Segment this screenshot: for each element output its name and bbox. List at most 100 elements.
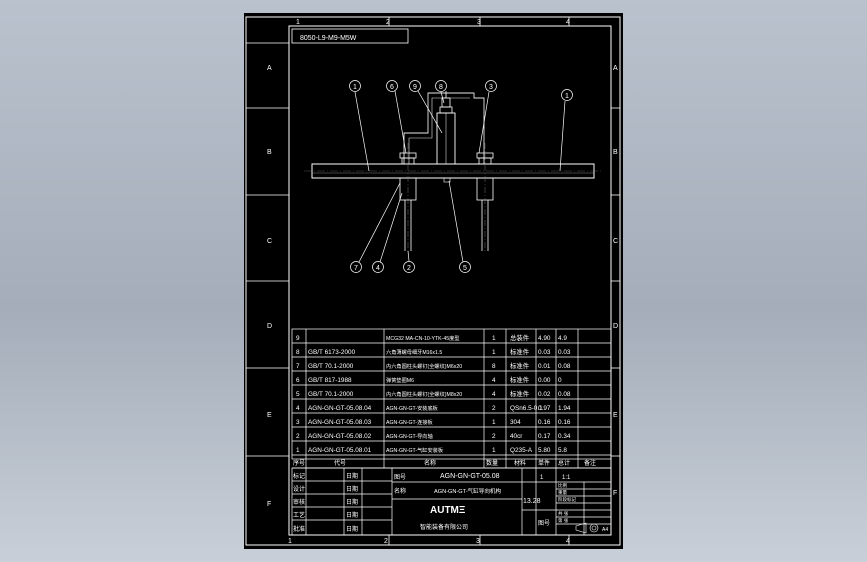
drawing-number: AGN-GN-GT-05.08 — [440, 473, 500, 480]
bom-cell-std: GB/T 70.1-2000 — [308, 363, 354, 370]
cad-viewport[interactable]: 1 2 3 4 1 2 3 4 A B C D E F A B C D E F … — [244, 13, 623, 549]
tb-label: 比例 — [558, 482, 567, 489]
tb-label: 批准 — [293, 525, 305, 533]
bom-header-mat: 材料 — [514, 459, 526, 467]
bom-cell-std: GB/T 6173-2000 — [308, 349, 356, 356]
side-ruler-labels: A B C D E F A B C D E F — [267, 65, 618, 508]
sheet-value: 1 — [540, 475, 544, 481]
projection-symbol-icon — [575, 522, 599, 534]
bom-cell-mat: 标准件 — [510, 361, 530, 370]
bom-cell-no: 5 — [296, 391, 300, 398]
ruler-label: D — [613, 323, 618, 330]
ruler-label: E — [613, 412, 618, 419]
ruler-label: F — [267, 501, 271, 508]
assembly-drawing: 1 2 3 4 1 2 3 4 A B C D E F A B C D E F … — [245, 16, 621, 546]
bom-cell-std: AGN-GN-GT-05.08.03 — [308, 419, 372, 426]
bom-header-total: 总计 — [558, 459, 570, 467]
tb-label: 名称 — [394, 487, 406, 495]
bom-cell-mat: 总装件 — [510, 333, 530, 342]
bom-cell-total: 0.08 — [558, 391, 571, 398]
bom-cell-no: 4 — [296, 405, 300, 412]
bom-cell-name: AGN-GN-GT-气缸安装板 — [386, 446, 444, 454]
callout-number: 2 — [407, 265, 411, 272]
tb-label: 设计 — [293, 485, 305, 493]
bom-cell-mat: 标准件 — [510, 375, 530, 384]
bom-header-unit: 单件 — [538, 459, 550, 467]
bom-cell-unit: 5.80 — [538, 447, 551, 454]
part-name: AGN-GN-GT-气缸导向机构 — [434, 487, 502, 495]
bom-cell-qty: 2 — [492, 433, 496, 440]
bom-cell-unit: 0.01 — [538, 363, 551, 370]
weight-value: 13.28 — [523, 498, 541, 505]
ruler-label: F — [613, 490, 617, 497]
bom-header-no: 序号 — [293, 459, 305, 467]
ruler-label: 1 — [296, 19, 300, 26]
bom-cell-name: MCG32 MA-CN-10-YTK-45度型 — [386, 334, 460, 342]
bom-cell-name: AGN-GN-GT-安装底板 — [386, 404, 439, 412]
callouts — [349, 80, 573, 273]
title-block — [291, 467, 612, 536]
bom-cell-unit: 0.97 — [538, 405, 551, 412]
bom-cell-mat: 40cr — [510, 433, 523, 440]
bom-cell-name: 六角薄螺母细牙M16x1.5 — [386, 348, 442, 356]
tb-label: 日期 — [346, 498, 358, 506]
bom-header-remark: 备注 — [584, 459, 596, 467]
tb-label: 重量 — [558, 489, 567, 496]
callout-number: 6 — [390, 84, 394, 91]
bracket — [403, 92, 485, 164]
ruler-label: 4 — [566, 19, 570, 26]
tb-label: 日期 — [346, 472, 358, 480]
ruler-label: C — [267, 238, 272, 245]
scale-value: A4 — [602, 527, 608, 533]
ruler-label: 2 — [386, 19, 390, 26]
bom-cell-name: 弹簧垫圈M6 — [386, 376, 414, 384]
bom-cell-std: AGN-GN-GT-05.08.02 — [308, 433, 372, 440]
bom-cell-qty: 1 — [492, 447, 496, 454]
bom-cell-qty: 1 — [492, 419, 496, 426]
bom-cell-no: 3 — [296, 419, 300, 426]
tb-label: 日期 — [346, 485, 358, 493]
tb-label: 日期 — [346, 511, 358, 519]
bom-cell-qty: 4 — [492, 377, 496, 384]
top-ruler — [388, 17, 570, 545]
top-ruler-labels: 1 2 3 4 1 2 3 4 — [288, 19, 570, 545]
bom-cell-total: 0.16 — [558, 419, 571, 426]
bom-cell-qty: 8 — [492, 363, 496, 370]
brand-logo: AUTMΞ — [430, 505, 466, 516]
tb-label: 标记 — [293, 472, 305, 480]
ruler-label: A — [267, 65, 272, 72]
ruler-label: 3 — [477, 19, 481, 26]
bom-cell-std: AGN-GN-GT-05.08.04 — [308, 405, 372, 412]
bom-cell-no: 7 — [296, 363, 300, 370]
callout-number: 1 — [353, 84, 357, 91]
bom-cell-qty: 1 — [492, 335, 496, 342]
callout-labels: 1 6 9 8 3 1 7 4 2 5 — [353, 84, 569, 272]
bom-cell-no: 2 — [296, 433, 300, 440]
tb-label: 工艺 — [293, 511, 305, 519]
ruler-label: B — [267, 149, 272, 156]
bom-cell-qty: 2 — [492, 405, 496, 412]
callout-number: 9 — [413, 84, 417, 91]
bom-cell-mat: 304 — [510, 419, 521, 426]
callout-number: 8 — [439, 84, 443, 91]
bom-cell-name: AGN-GN-GT-导向轴 — [386, 432, 433, 440]
tb-label: 图号 — [538, 520, 550, 527]
bom-cell-total: 1.94 — [558, 405, 571, 412]
bom-cell-total: 0.34 — [558, 433, 571, 440]
bom-cell-qty: 1 — [492, 349, 496, 356]
company-name: 智能装备有限公司 — [420, 523, 468, 531]
tb-label: 日期 — [346, 525, 358, 533]
callout-number: 4 — [376, 265, 380, 272]
tb-label: 阶段标记 — [558, 496, 576, 503]
tb-label: 第 张 — [558, 517, 569, 524]
ruler-label: B — [613, 149, 618, 156]
ruler-label: E — [267, 412, 272, 419]
bom-cell-no: 8 — [296, 349, 300, 356]
title-stamp-box — [291, 28, 409, 44]
stage-value: 1:1 — [562, 475, 571, 481]
bom-header-std: 代号 — [334, 459, 346, 467]
bom-cell-mat: QSn6.5-0.1 — [510, 405, 543, 412]
callout-number: 5 — [463, 265, 467, 272]
callout-number: 3 — [489, 84, 493, 91]
callout-number: 7 — [354, 265, 358, 272]
